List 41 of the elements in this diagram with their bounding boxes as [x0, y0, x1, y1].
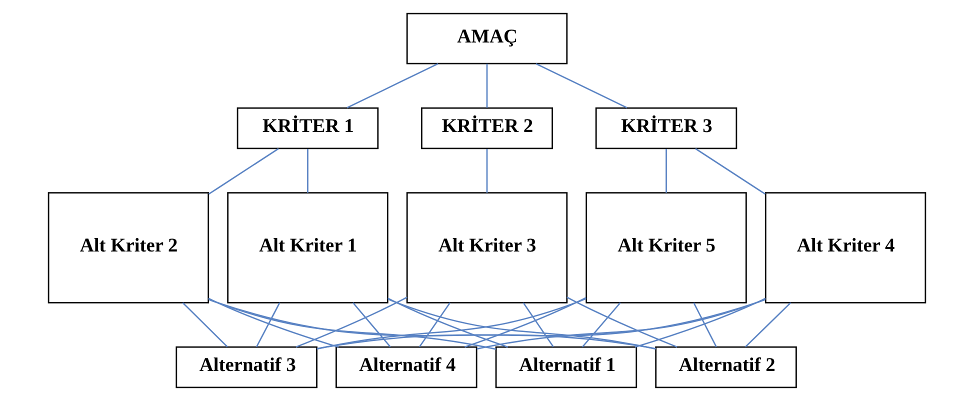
connector	[208, 298, 496, 350]
connector	[581, 302, 620, 348]
node-box: Alt Kriter 1	[226, 192, 388, 304]
connector	[208, 298, 338, 348]
connector	[306, 148, 308, 193]
connector	[316, 298, 766, 350]
connector	[387, 298, 656, 350]
node-box: Alt Kriter 2	[47, 192, 209, 304]
connector	[486, 148, 488, 193]
node-box: Alt Kriter 5	[585, 192, 746, 304]
node-box: Alt Kriter 4	[764, 192, 926, 304]
connector	[352, 302, 390, 348]
node-box: KRİTER 1	[236, 107, 378, 150]
connector	[295, 296, 407, 348]
node-box: Alternatif 1	[494, 346, 637, 388]
node-box: Alternatif 3	[175, 346, 317, 388]
connector	[634, 298, 766, 348]
connector	[535, 63, 627, 108]
connector	[208, 148, 278, 195]
connector	[566, 296, 677, 348]
connector	[692, 302, 716, 348]
connector	[744, 302, 791, 348]
node-box: Alt Kriter 3	[406, 192, 568, 304]
connector	[182, 302, 228, 348]
connector	[522, 302, 554, 348]
connector	[346, 63, 438, 108]
connector	[418, 302, 450, 348]
node-box: KRİTER 2	[420, 107, 553, 150]
node-box: Alternatif 2	[654, 346, 796, 388]
connector	[387, 298, 508, 348]
node-box: AMAÇ	[406, 12, 568, 64]
connector	[316, 298, 586, 350]
connector	[255, 302, 280, 348]
connector	[665, 148, 666, 193]
connector	[694, 148, 766, 195]
node-box: KRİTER 3	[594, 107, 737, 150]
connector	[464, 297, 586, 348]
connector	[208, 298, 656, 350]
connector	[486, 64, 488, 108]
connector	[476, 298, 765, 350]
node-box: Alternatif 4	[335, 346, 477, 388]
